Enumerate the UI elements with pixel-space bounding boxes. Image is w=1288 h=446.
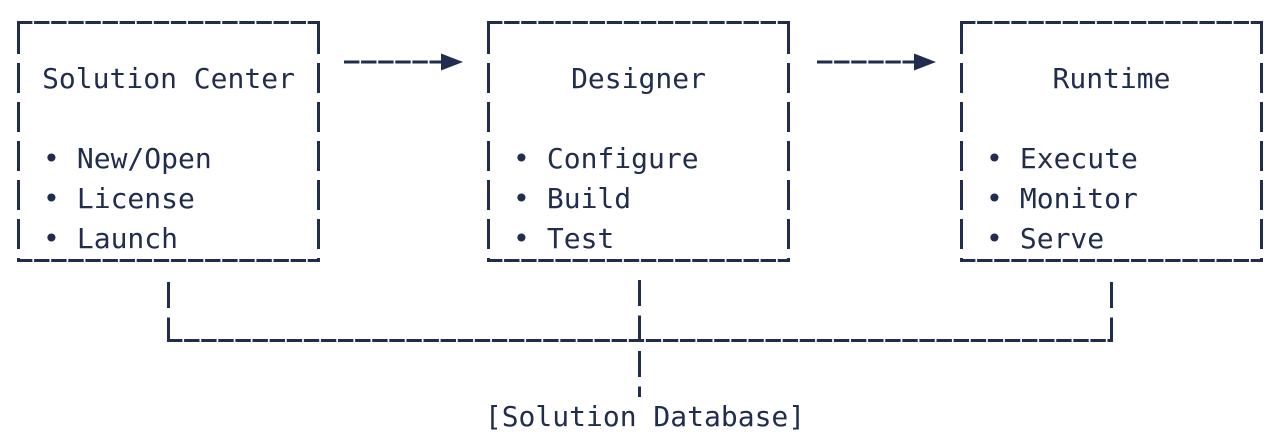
list-item-label: Configure: [546, 142, 699, 175]
bullet-icon: •: [513, 182, 530, 215]
list-item: • New/Open: [43, 139, 212, 179]
bullet-icon: •: [986, 142, 1003, 175]
database-label: [Solution Database]: [484, 400, 806, 433]
bullet-icon: •: [43, 222, 60, 255]
bullet-icon: •: [43, 182, 60, 215]
runtime-box-border: [960, 21, 1263, 262]
list-item: • Build: [513, 179, 631, 219]
list-item: • Configure: [513, 139, 699, 179]
list-item: • Monitor: [986, 179, 1138, 219]
box-title: Solution Center: [42, 62, 295, 95]
designer-box: Designer • Configure • Build • Test: [487, 21, 790, 262]
list-item: • Serve: [986, 219, 1104, 259]
runtime-box: Runtime • Execute • Monitor • Serve: [960, 21, 1263, 262]
list-item-label: Monitor: [1019, 182, 1138, 215]
bullet-icon: •: [43, 142, 60, 175]
arrow-head: [914, 53, 936, 71]
solution-center-box: Solution Center • New/Open • License • Laun…: [17, 21, 320, 262]
box-title: Runtime: [1052, 62, 1171, 95]
designer-box-border: [487, 21, 790, 262]
bullet-icon: •: [513, 222, 530, 255]
bullet-icon: •: [986, 182, 1003, 215]
list-item-label: Build: [546, 182, 632, 215]
arrow-head: [441, 53, 463, 71]
bullet-icon: •: [513, 142, 530, 175]
list-item-label: License: [76, 182, 195, 215]
list-item: • Execute: [986, 139, 1138, 179]
list-item-label: Test: [546, 222, 615, 255]
list-item-label: Serve: [1019, 222, 1105, 255]
list-item-label: Launch: [76, 222, 179, 255]
list-item: • Test: [513, 219, 614, 259]
list-item: • License: [43, 179, 195, 219]
solution-center-box-border: [17, 21, 320, 262]
arrow-right-icon: [817, 53, 936, 71]
list-item-label: Execute: [1019, 142, 1138, 175]
box-title: Designer: [571, 62, 706, 95]
arrow-right-icon: [344, 53, 463, 71]
list-item-label: New/Open: [76, 142, 212, 175]
bullet-icon: •: [986, 222, 1003, 255]
list-item: • Launch: [43, 219, 178, 259]
database-connector: [167, 280, 1113, 397]
